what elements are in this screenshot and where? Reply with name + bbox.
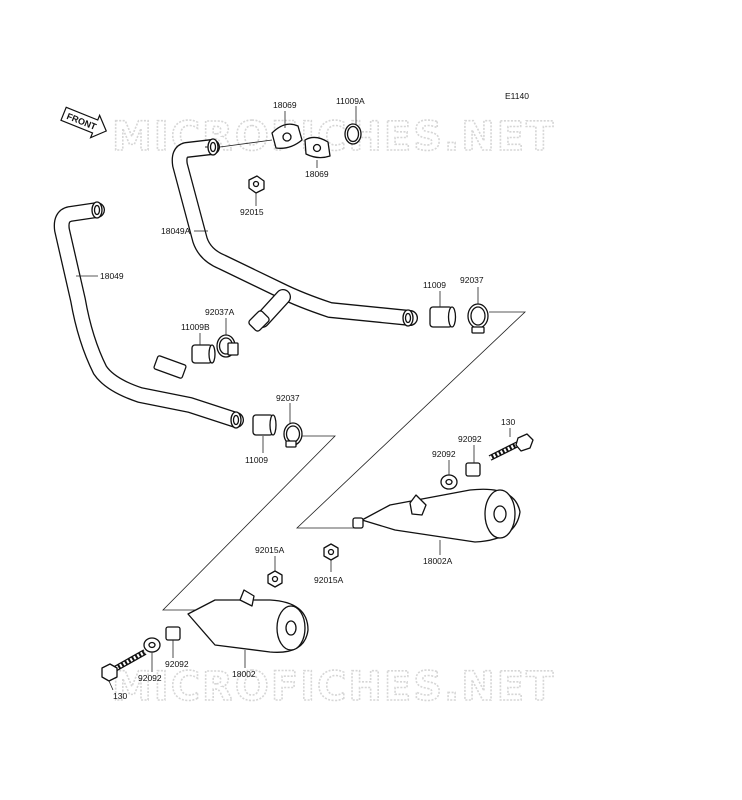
label-92015A-right: 92015A: [314, 575, 344, 585]
label-11009B: 11009B: [181, 322, 210, 332]
muffler-18002A: [352, 488, 521, 543]
nut-92015A-left: [267, 570, 283, 588]
label-18002: 18002: [232, 669, 256, 679]
label-92092-left-b: 92092: [138, 673, 162, 683]
gasket-11009-right: [429, 306, 457, 328]
part-labels: 18069 11009A 18069 92015 18049A 18049 11…: [100, 96, 515, 701]
label-92092-left-a: 92092: [165, 659, 189, 669]
clamp-92037A: [216, 334, 239, 358]
front-arrow-icon: FRONT: [60, 106, 108, 139]
watermark-bottom: MICROFICHES.NET: [112, 664, 555, 710]
exhaust-pipe-18049: [53, 201, 244, 429]
label-18069-top: 18069: [273, 100, 297, 110]
muffler-18002: [187, 589, 309, 653]
diagram-code: E1140: [505, 91, 529, 101]
label-92037-mid: 92037: [276, 393, 300, 403]
label-18002A: 18002A: [423, 556, 453, 566]
gasket-11009B: [191, 344, 216, 364]
label-92015: 92015: [240, 207, 264, 217]
bolt-130-right: [488, 433, 534, 461]
label-92015A-left: 92015A: [255, 545, 285, 555]
clamp-92037-mid: [283, 422, 303, 448]
washer-92092-right-b: [440, 474, 458, 490]
gasket-11009A: [344, 123, 362, 145]
label-11009A: 11009A: [336, 96, 365, 106]
flange-18069-bottom: [304, 136, 331, 159]
nut-92015: [248, 175, 265, 194]
nut-92015A-right: [323, 543, 339, 561]
assembly-guide-line-right: [295, 311, 527, 529]
gasket-11009-mid: [252, 414, 277, 436]
label-18069-bottom: 18069: [305, 169, 329, 179]
label-92037-right: 92037: [460, 275, 484, 285]
label-92037A: 92037A: [205, 307, 235, 317]
washer-92092-left-b: [143, 637, 161, 653]
leader-lines: [76, 106, 511, 691]
label-11009-mid: 11009: [245, 455, 268, 465]
exhaust-pipe-18049A: [171, 138, 418, 332]
collar-92092-left-a: [165, 626, 181, 641]
label-92092-right-b: 92092: [432, 449, 456, 459]
collar-92092-right-a: [465, 462, 481, 477]
clamp-92037-right: [467, 303, 489, 334]
bolt-130-left: [101, 649, 147, 682]
label-92092-right-a: 92092: [458, 434, 482, 444]
label-18049A: 18049A: [161, 226, 191, 236]
label-11009-right: 11009: [423, 280, 446, 290]
label-18049: 18049: [100, 271, 124, 281]
assembly-guide-line-left: [162, 435, 336, 611]
label-130-right: 130: [501, 417, 515, 427]
label-130-left: 130: [113, 691, 127, 701]
flange-18069-top: [271, 123, 303, 149]
